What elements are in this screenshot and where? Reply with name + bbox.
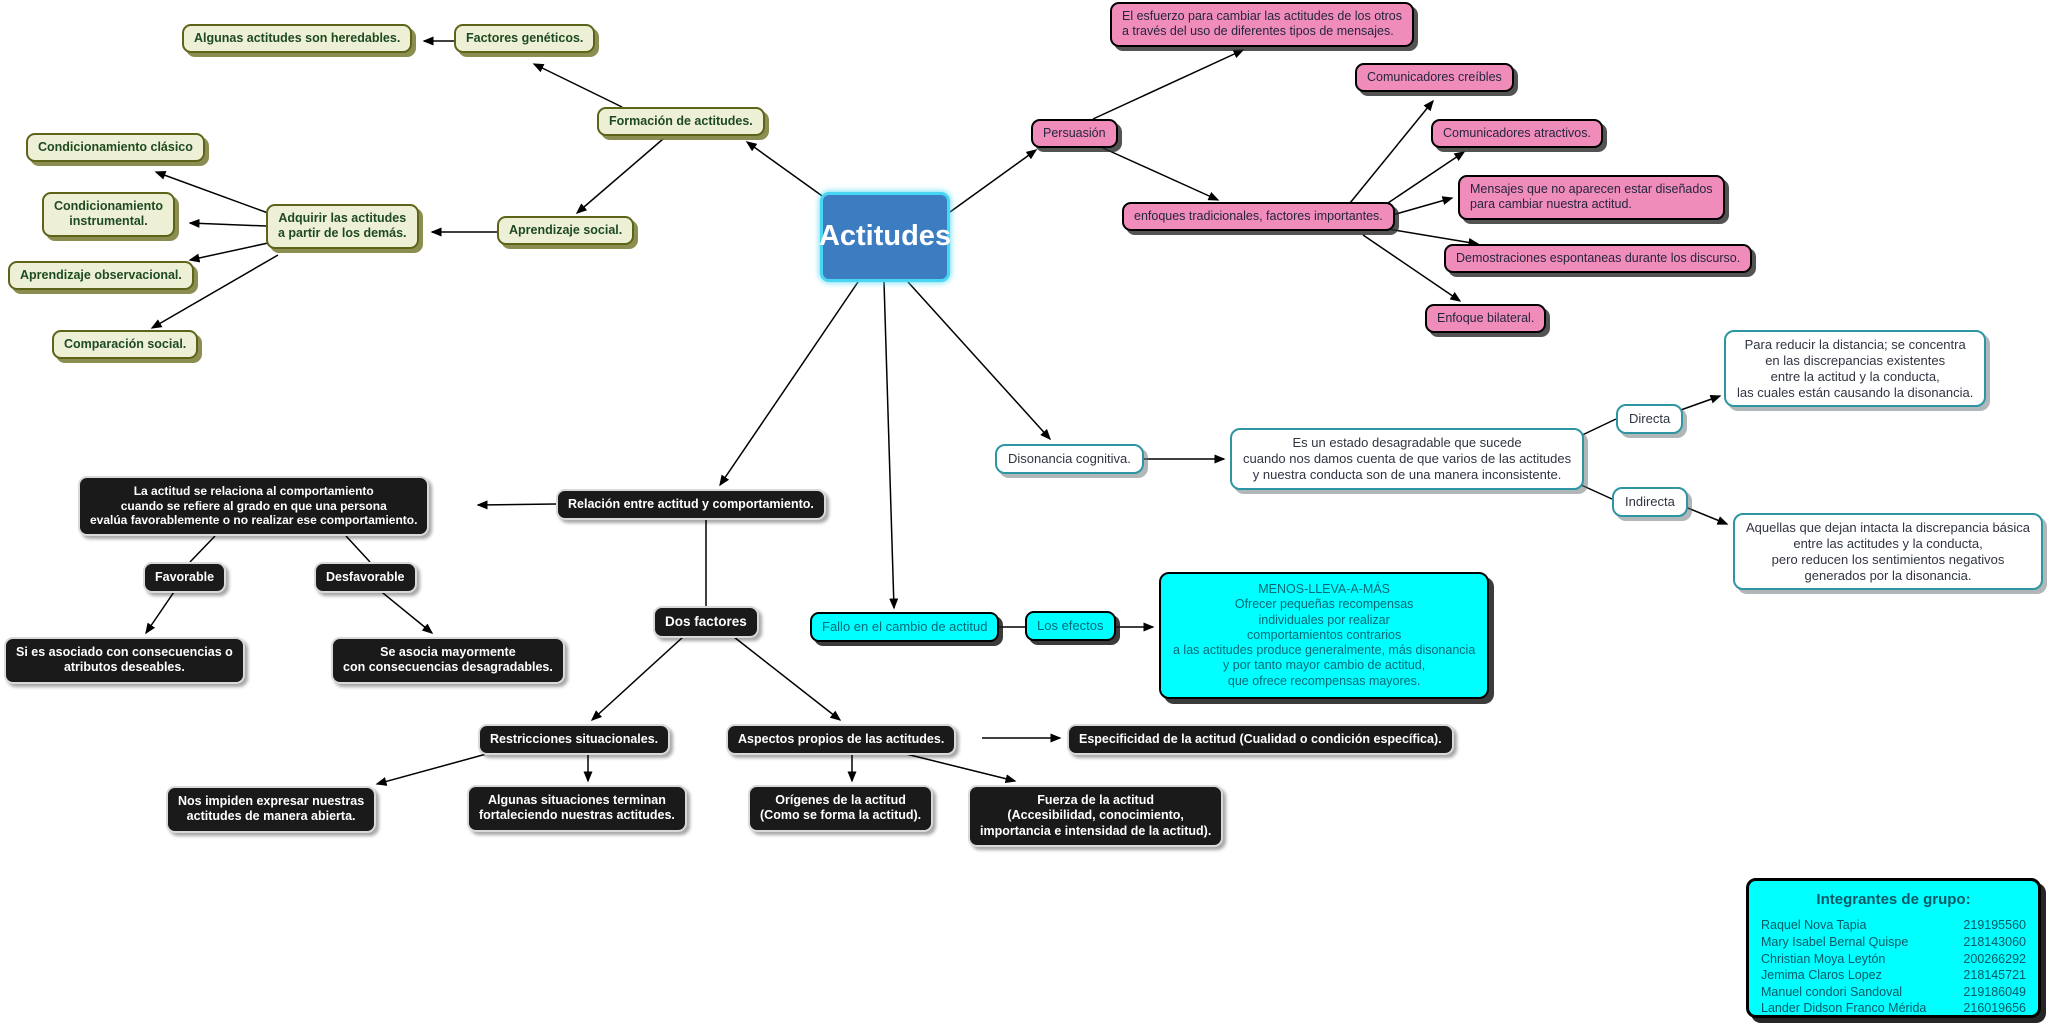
node-cond-clasico[interactable]: Condicionamiento clásico [26, 133, 205, 163]
connector-la-actitud-to-desfavorable [345, 535, 371, 563]
member-number: 219195560 [1963, 918, 2026, 933]
connector-enfoques-tradicionales-to-comunicadores-creibles [1349, 99, 1434, 204]
node-desfavorable[interactable]: Desfavorable [314, 562, 417, 594]
connector-relacion-to-la-actitud [476, 500, 557, 510]
group-member-row: Manuel condori Sandoval 219186049 [1761, 984, 2026, 1001]
node-especificidad[interactable]: Especificidad de la actitud (Cualidad o … [1067, 724, 1454, 756]
node-aprendizaje-social[interactable]: Aprendizaje social. [497, 216, 635, 246]
group-member-row: Mary Isabel Bernal Quispe 218143060 [1761, 934, 2026, 951]
connector-persuasion-to-enfoques-tradicionales [1102, 147, 1220, 201]
connector-dos-factores-to-restricciones [590, 636, 684, 722]
member-name: Raquel Nova Tapia [1761, 918, 1867, 933]
node-comunicadores-atractivos[interactable]: Comunicadores atractivos. [1431, 119, 1603, 149]
connector-enfoques-tradicionales-to-comunicadores-atractivos [1381, 151, 1466, 208]
node-los-efectos[interactable]: Los efectos [1025, 611, 1116, 641]
member-name: Lander Didson Franco Mérida [1761, 1001, 1927, 1016]
group-member-row: Lander Didson Franco Mérida 216019656 [1761, 1000, 2026, 1017]
node-demostraciones[interactable]: Demostraciones espontaneas durante los d… [1444, 244, 1753, 274]
node-indirecta[interactable]: Indirecta [1612, 487, 1688, 517]
node-relacion[interactable]: Relación entre actitud y comportamiento. [556, 489, 826, 521]
node-actitudes[interactable]: Actitudes [819, 192, 951, 282]
group-member-row: Jemima Claros Lopez 218145721 [1761, 967, 2026, 984]
node-directa[interactable]: Directa [1616, 404, 1684, 434]
connector-aspectos-to-fuerza [901, 752, 1017, 784]
node-restricciones[interactable]: Restricciones situacionales. [478, 724, 671, 756]
connector-persuasion-to-esfuerzo [1092, 49, 1245, 120]
connector-adquirir-to-aprendizaje-observacional [188, 242, 269, 263]
connector-restricciones-to-nos-impiden [375, 752, 491, 786]
node-aprendizaje-observacional[interactable]: Aprendizaje observacional. [8, 261, 194, 291]
node-es-estado[interactable]: Es un estado desagradable que sucede cua… [1230, 428, 1585, 490]
connector-formacion-to-factores-geneticos [532, 63, 623, 108]
connector-actitudes-to-disonancia [907, 281, 1052, 441]
node-heredables[interactable]: Algunas actitudes son heredables. [182, 24, 413, 54]
member-number: 218143060 [1963, 934, 2026, 949]
node-aquellas[interactable]: Aquellas que dejan intacta la discrepanc… [1733, 513, 2044, 591]
member-name: Mary Isabel Bernal Quispe [1761, 934, 1909, 949]
member-number: 218145721 [1963, 968, 2026, 983]
node-si-asociado[interactable]: Si es asociado con consecuencias o atrib… [4, 637, 245, 684]
member-number: 216019656 [1963, 1001, 2026, 1016]
node-formacion[interactable]: Formación de actitudes. [597, 107, 765, 137]
connector-actitudes-to-fallo [883, 281, 899, 610]
member-name: Manuel condori Sandoval [1761, 984, 1903, 999]
connector-adquirir-to-cond-instrumental [188, 218, 267, 228]
node-origenes[interactable]: Orígenes de la actitud (Como se forma la… [748, 785, 934, 832]
node-comparacion-social[interactable]: Comparación social. [52, 330, 199, 360]
node-factores-geneticos[interactable]: Factores genéticos. [454, 24, 596, 54]
connector-desfavorable-to-se-asocia [377, 588, 434, 634]
member-number: 200266292 [1963, 951, 2026, 966]
node-esfuerzo[interactable]: El esfuerzo para cambiar las actitudes d… [1110, 2, 1414, 47]
connector-actitudes-to-persuasion [949, 149, 1038, 213]
node-se-asocia[interactable]: Se asocia mayormente con consecuencias d… [331, 637, 565, 684]
connector-formacion-to-aprendizaje-social [575, 138, 664, 214]
member-number: 219186049 [1963, 984, 2026, 999]
node-fuerza[interactable]: Fuerza de la actitud (Accesibilidad, con… [968, 785, 1224, 847]
node-menos-lleva[interactable]: MENOS-LLEVA-A-MÁS Ofrecer pequeñas recom… [1159, 572, 1490, 699]
connector-enfoques-tradicionales-to-demostraciones [1381, 227, 1480, 247]
group-members-box[interactable]: Integrantes de grupo: Raquel Nova Tapia 21… [1746, 878, 2041, 1018]
connector-actitudes-to-formacion [745, 141, 833, 204]
node-enfoque-bilateral[interactable]: Enfoque bilateral. [1425, 304, 1547, 334]
group-member-row: Raquel Nova Tapia 219195560 [1761, 917, 2026, 934]
connector-enfoques-tradicionales-to-enfoque-bilateral [1362, 234, 1462, 302]
node-enfoques-tradicionales[interactable]: enfoques tradicionales, factores importa… [1122, 202, 1395, 232]
node-dos-factores[interactable]: Dos factores [653, 606, 759, 639]
connector-actitudes-to-relacion [719, 281, 859, 487]
node-algunas-situaciones[interactable]: Algunas situaciones terminan fortalecien… [467, 785, 687, 832]
node-fallo[interactable]: Fallo en el cambio de actitud [810, 612, 1000, 642]
member-name: Christian Moya Leytón [1761, 951, 1886, 966]
connector-adquirir-to-comparacion-social [150, 254, 279, 329]
connector-adquirir-to-cond-clasico [154, 171, 269, 214]
group-member-row: Christian Moya Leytón 200266292 [1761, 951, 2026, 968]
node-la-actitud[interactable]: La actitud se relaciona al comportamient… [78, 476, 430, 536]
node-nos-impiden[interactable]: Nos impiden expresar nuestras actitudes … [166, 786, 377, 833]
connector-dos-factores-to-aspectos [733, 636, 842, 721]
node-persuasion[interactable]: Persuasión [1031, 119, 1118, 149]
node-para-reducir[interactable]: Para reducir la distancia; se concentra … [1724, 330, 1987, 408]
group-members-title: Integrantes de grupo: [1816, 891, 1971, 908]
node-favorable[interactable]: Favorable [143, 562, 227, 594]
node-comunicadores-creibles[interactable]: Comunicadores creíbles [1355, 63, 1514, 93]
node-aspectos[interactable]: Aspectos propios de las actitudes. [726, 724, 957, 756]
connector-la-actitud-to-favorable [189, 535, 216, 563]
node-disonancia[interactable]: Disonancia cognitiva. [995, 444, 1144, 474]
connector-favorable-to-si-asociado [145, 588, 177, 635]
node-cond-instrumental[interactable]: Condicionamiento instrumental. [42, 192, 176, 237]
connector-directa-to-para-reducir [1677, 394, 1722, 412]
node-adquirir[interactable]: Adquirir las actitudes a partir de los d… [266, 204, 419, 249]
member-name: Jemima Claros Lopez [1761, 968, 1882, 983]
node-mensajes[interactable]: Mensajes que no aparecen estar diseñados… [1458, 175, 1725, 220]
